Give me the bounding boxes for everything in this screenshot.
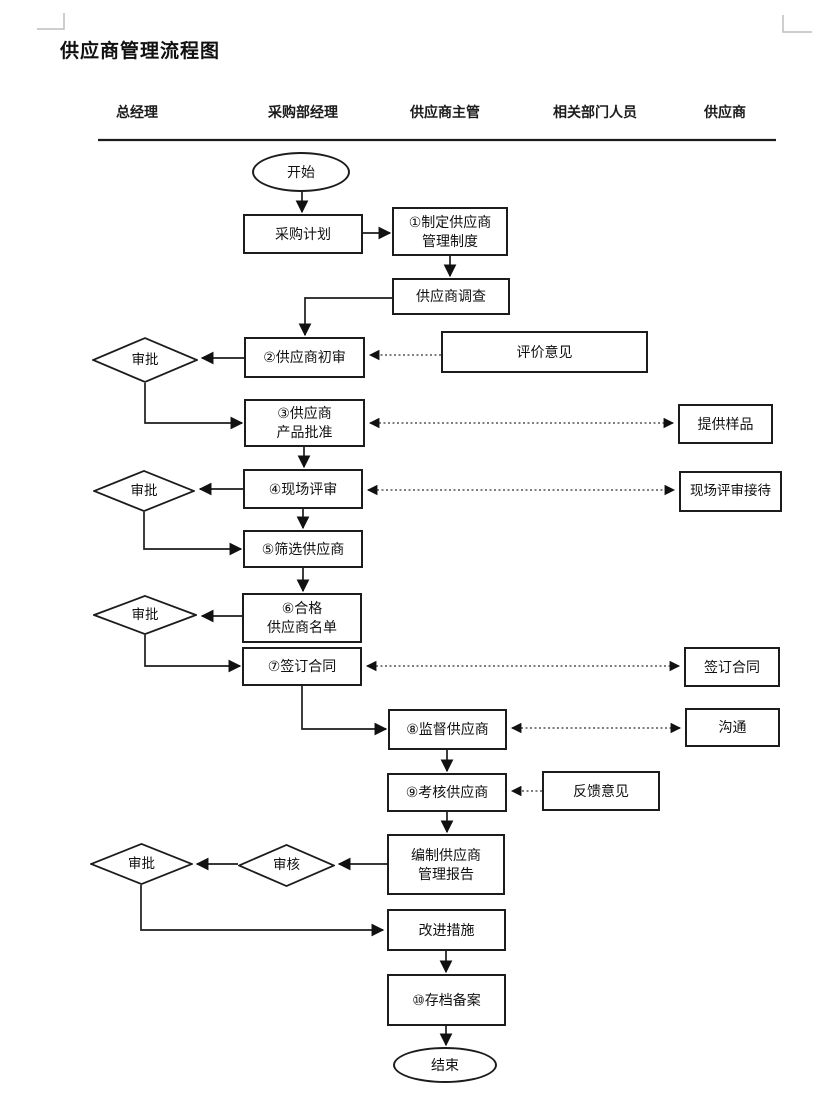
edge-step7-step8 <box>301 686 388 736</box>
edge-approval2-step5 <box>143 512 243 556</box>
node-approval3-diamond: 审批 <box>93 595 197 635</box>
node-step2-initial-review: ②供应商初审 <box>244 337 365 378</box>
review-label: 审核 <box>273 857 300 873</box>
diamond-shape <box>93 470 195 512</box>
lane-header-supplier: 供应商 <box>704 104 746 120</box>
node-step4-site-review: ④现场评审 <box>243 469 363 509</box>
approval2-label: 审批 <box>130 482 158 498</box>
node-step3-product-approval: ③供应商 产品批准 <box>244 399 365 447</box>
lane-header-related-dept: 相关部门人员 <box>553 104 637 120</box>
approval3-label: 审批 <box>131 606 159 622</box>
diamond-shape <box>238 844 335 887</box>
page-corner-mark-left <box>37 13 65 30</box>
node-purchase-plan: 采购计划 <box>243 214 363 254</box>
node-review-diamond: 审核 <box>238 844 335 887</box>
node-improvement-measures: 改进措施 <box>387 909 506 951</box>
diamond-shape <box>92 337 198 383</box>
node-evaluation-opinion: 评价意见 <box>441 331 648 373</box>
node-step5-screen-suppliers: ⑤筛选供应商 <box>243 530 363 568</box>
edge-survey-step2 <box>298 297 392 337</box>
node-step1-establish-system: ①制定供应商 管理制度 <box>392 207 508 256</box>
approval1-label: 审批 <box>131 351 159 367</box>
diamond-shape <box>90 843 193 885</box>
node-step6-qualified-list: ⑥合格 供应商名单 <box>242 593 362 643</box>
node-step10-archive: ⑩存档备案 <box>387 974 506 1026</box>
node-step8-supervise-suppliers: ⑧监督供应商 <box>388 709 507 750</box>
page-title: 供应商管理流程图 <box>60 41 221 62</box>
node-approval2-diamond: 审批 <box>93 470 195 512</box>
diamond-shape <box>93 595 197 635</box>
node-communication: 沟通 <box>685 708 780 747</box>
edge-approval1-step3 <box>144 383 244 430</box>
approval4-label: 审批 <box>128 855 155 871</box>
lane-header-general-manager: 总经理 <box>116 104 158 120</box>
node-sign-contract-supplier: 签订合同 <box>684 647 780 687</box>
edge-approval4-improvement <box>140 885 385 937</box>
node-step7-sign-contract: ⑦签订合同 <box>242 647 362 686</box>
node-feedback-opinion: 反馈意见 <box>542 771 660 811</box>
lane-header-purchasing-manager: 采购部经理 <box>268 104 338 120</box>
node-management-report: 编制供应商 管理报告 <box>387 834 505 895</box>
node-provide-samples: 提供样品 <box>678 404 773 444</box>
node-step9-assess-suppliers: ⑨考核供应商 <box>387 773 507 812</box>
node-approval1-diamond: 审批 <box>92 337 198 383</box>
node-end: 结束 <box>393 1047 497 1083</box>
edge-approval3-step7 <box>144 635 242 673</box>
node-site-review-reception: 现场评审接待 <box>679 471 782 512</box>
node-start: 开始 <box>252 152 350 192</box>
page-corner-mark-right <box>782 15 812 33</box>
node-approval4-diamond: 审批 <box>90 843 193 885</box>
lane-header-supplier-supervisor: 供应商主管 <box>410 104 480 120</box>
node-supplier-survey: 供应商调查 <box>392 278 510 315</box>
